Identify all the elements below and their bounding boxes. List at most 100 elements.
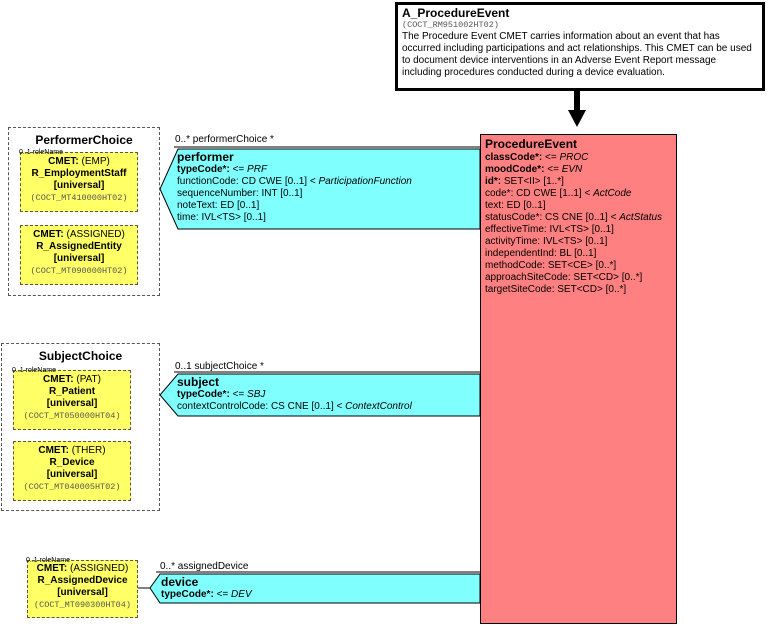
attribute-name: activityTime: IVL<TS> [0..1] <box>485 236 608 247</box>
attribute-vocabulary: ContextControl <box>345 401 412 412</box>
subject-choice-title: SubjectChoice <box>38 349 123 363</box>
attribute-name: time: IVL<TS> [0..1] <box>177 212 266 223</box>
header-code: (COCT_RM951002HT02) <box>402 20 499 30</box>
attribute-name: methodCode: SET<CE> [0..*] <box>485 260 617 271</box>
device-multiplicity-label: 0..* assignedDevice <box>160 561 249 572</box>
role-name-label: 0..1 roleName <box>19 149 63 156</box>
attribute-line: moodCode*: <= EVN <box>485 164 672 176</box>
cmet-name: R_EmploymentStaff <box>31 168 127 179</box>
attribute-name: targetSiteCode: SET<CD> [0..*] <box>485 284 627 295</box>
cmet-scope: [universal] <box>53 253 105 264</box>
attribute-vocabulary: PROC <box>559 152 589 163</box>
subject-multiplicity-label: 0..1 subjectChoice * <box>175 361 264 372</box>
attribute-vocabulary: DEV <box>231 589 252 600</box>
attribute-name: classCode*: <box>485 152 543 163</box>
role-name-label: 0..1 roleName <box>12 367 56 374</box>
attribute-name: noteText: ED [0..1] <box>177 200 260 211</box>
attribute-line: noteText: ED [0..1] <box>177 200 412 212</box>
attribute-name: typeCode*: <box>177 164 230 175</box>
cmet-type: (EMP) <box>81 156 110 167</box>
subject-choice-box: SubjectChoice 0..1 roleName CMET: (PAT) … <box>1 343 160 511</box>
cmet-name: R_AssignedDevice <box>37 575 128 586</box>
attribute-type: SET<II> [1..*] <box>501 176 564 187</box>
attribute-line: id*: SET<II> [1..*] <box>485 176 672 188</box>
cmet-keyword: CMET: <box>33 229 64 240</box>
cmet-code: (COCT_MT410000HT02) <box>30 193 128 203</box>
cmet-code: (COCT_MT050000HT04) <box>23 411 121 421</box>
device-shape <box>149 573 481 604</box>
attribute-line: time: IVL<TS> [0..1] <box>177 212 412 224</box>
attribute-line: approachSiteCode: SET<CD> [0..*] <box>485 272 672 284</box>
attribute-name: code*: CD CWE [1..1] < <box>485 188 594 199</box>
attribute-name: statusCode*: CS CNE [0..1] < <box>485 212 620 223</box>
cmet-keyword: CMET: <box>36 563 68 574</box>
attribute-type: <= <box>213 589 232 600</box>
cmet-scope: [universal] <box>46 469 98 480</box>
cmet-keyword: CMET: <box>48 156 79 167</box>
cmet-code: (COCT_MT090300HT04) <box>34 600 131 610</box>
attribute-line: typeCode*: <= DEV <box>161 589 252 601</box>
attribute-line: targetSiteCode: SET<CD> [0..*] <box>485 284 672 296</box>
performer-shape <box>159 148 481 230</box>
attribute-type: <= <box>229 389 248 400</box>
cmet-name: R_Device <box>49 457 95 468</box>
performer-choice-title: PerformerChoice <box>35 133 133 147</box>
attribute-name: typeCode*: <box>161 589 214 600</box>
subject-shape <box>159 373 481 417</box>
performer-multiplicity-label: 0..* performerChoice * <box>175 134 274 145</box>
cmet-type: (THER) <box>71 445 106 456</box>
attribute-vocabulary: ParticipationFunction <box>318 176 412 187</box>
attribute-line: activityTime: IVL<TS> [0..1] <box>485 236 672 248</box>
header-description: The Procedure Event CMET carries informa… <box>402 31 752 78</box>
attribute-type: <= <box>229 164 248 175</box>
attribute-name: sequenceNumber: INT [0..1] <box>177 188 303 199</box>
header-arrow-head <box>568 110 586 127</box>
attribute-line: typeCode*: <= SBJ <box>177 389 412 401</box>
attribute-line: code*: CD CWE [1..1] < ActCode <box>485 188 672 200</box>
attribute-name: id*: <box>485 176 502 187</box>
cmet-assigned-entity: CMET: (ASSIGNED) R_AssignedEntity [unive… <box>20 225 138 285</box>
attribute-line: sequenceNumber: INT [0..1] <box>177 188 412 200</box>
role-name-label: 0..1 roleName <box>26 557 70 564</box>
attribute-line: classCode*: <= PROC <box>485 152 672 164</box>
attribute-name: functionCode: CD CWE [0..1] < <box>177 176 319 187</box>
performer-title: performer <box>177 150 234 164</box>
attribute-line: contextControlCode: CS CNE [0..1] < Cont… <box>177 401 412 413</box>
cmet-code: (COCT_MT040005HT02) <box>23 482 121 492</box>
cmet-scope: [universal] <box>57 587 108 598</box>
cmet-device: CMET: (THER) R_Device [universal] (COCT_… <box>13 441 131 501</box>
device-attributes: device typeCode*: <= DEV <box>161 575 252 601</box>
attribute-vocabulary: ActCode <box>593 188 632 199</box>
cmet-keyword: CMET: <box>43 374 74 385</box>
attribute-line: independentInd: BL [0..1] <box>485 248 672 260</box>
attribute-line: text: ED [0..1] <box>485 200 672 212</box>
attribute-name: approachSiteCode: SET<CD> [0..*] <box>485 272 643 283</box>
attribute-name: text: ED [0..1] <box>485 200 546 211</box>
attribute-vocabulary: SBJ <box>247 389 266 400</box>
device-attr-list: typeCode*: <= DEV <box>161 589 252 601</box>
cmet-name: R_AssignedEntity <box>36 241 122 252</box>
attribute-name: contextControlCode: CS CNE [0..1] < <box>177 401 346 412</box>
cmet-type: (ASSIGNED) <box>70 563 129 574</box>
attribute-type: <= <box>542 152 560 163</box>
attribute-name: typeCode*: <box>177 389 230 400</box>
attribute-vocabulary: ActStatus <box>619 212 663 223</box>
cmet-type: (PAT) <box>76 374 101 385</box>
cmet-name: R_Patient <box>48 386 96 397</box>
attribute-vocabulary: PRF <box>247 164 268 175</box>
attribute-line: methodCode: SET<CE> [0..*] <box>485 260 672 272</box>
attribute-name: effectiveTime: IVL<TS> [0..1] <box>485 224 614 235</box>
device-title: device <box>161 575 199 589</box>
header-title: A_ProcedureEvent <box>402 6 510 20</box>
header-note-box: A_ProcedureEvent (COCT_RM951002HT02) The… <box>395 2 765 91</box>
subject-title: subject <box>177 375 220 389</box>
attribute-line: typeCode*: <= PRF <box>177 164 412 176</box>
